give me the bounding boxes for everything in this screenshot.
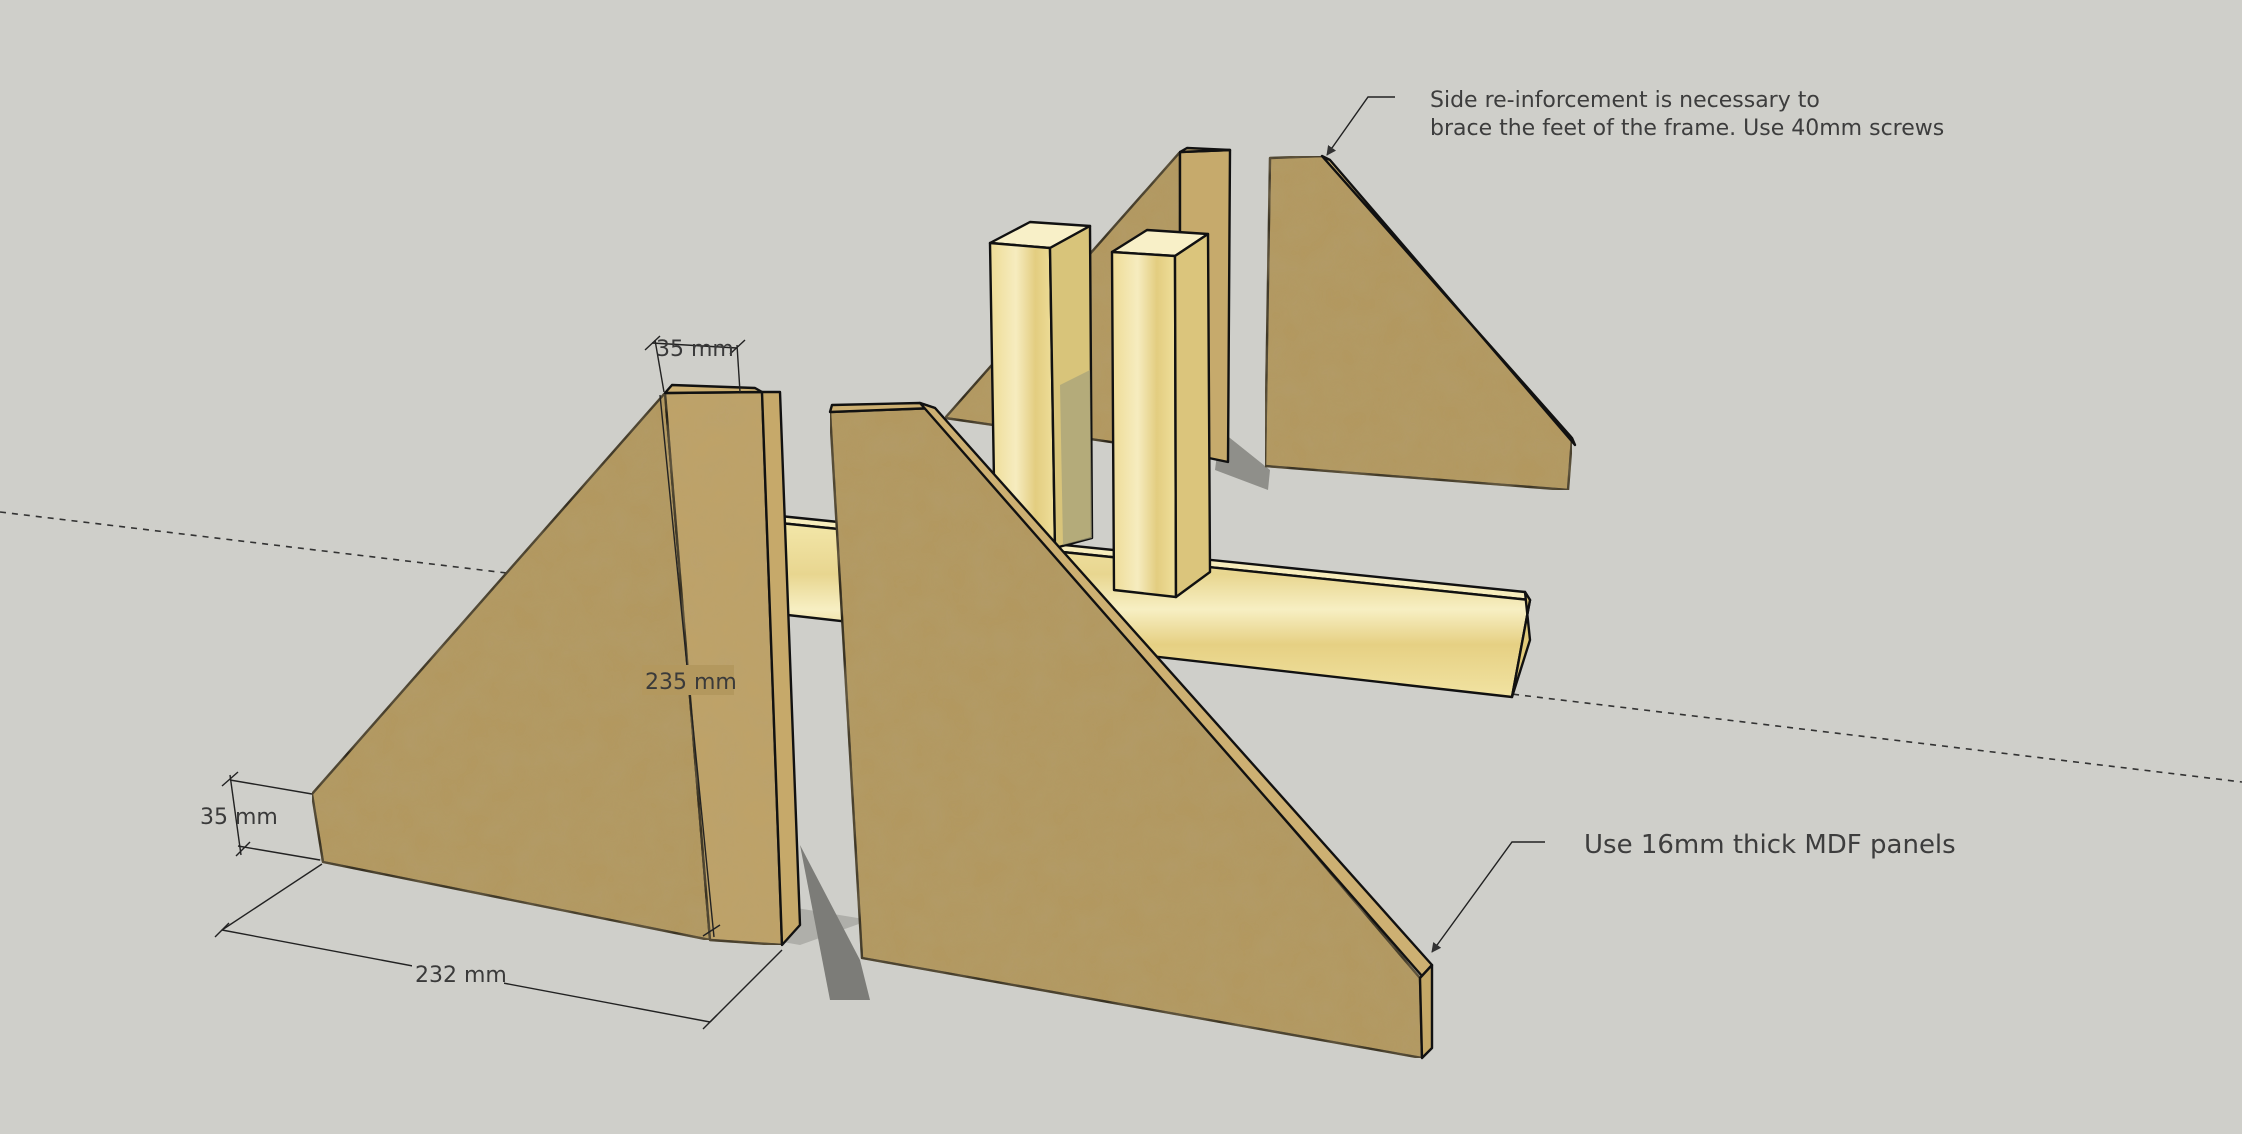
- dimension-height: 235 mm: [642, 394, 737, 938]
- note-mdf: Use 16mm thick MDF panels: [1584, 830, 1956, 860]
- dimension-label-top-width: 35 mm: [656, 337, 734, 362]
- dimension-top-width: 35 mm: [644, 335, 746, 393]
- callout-mdf: Use 16mm thick MDF panels: [1431, 830, 1956, 953]
- post-shadow: [1060, 370, 1092, 545]
- callout-reinforcement: Side re-inforcement is necessary to brac…: [1326, 88, 1944, 156]
- dimension-label-side-thickness: 35 mm: [200, 805, 278, 830]
- mdf-panel-back-right: [1263, 154, 1577, 492]
- shadow-front-right: [800, 845, 870, 1000]
- mdf-panel-front-left: [310, 383, 802, 947]
- dimension-side-thickness: 35 mm: [200, 771, 321, 861]
- dimension-label-base-length: 232 mm: [415, 963, 507, 988]
- dimension-label-height: 235 mm: [645, 670, 737, 695]
- note-reinforcement-line2: brace the feet of the frame. Use 40mm sc…: [1430, 116, 1944, 141]
- mdf-panel-front-right: [828, 401, 1434, 1060]
- note-reinforcement-line1: Side re-inforcement is necessary to: [1430, 88, 1820, 113]
- pine-upright-right: [1110, 228, 1212, 599]
- dimension-base-length: 232 mm: [214, 863, 783, 1030]
